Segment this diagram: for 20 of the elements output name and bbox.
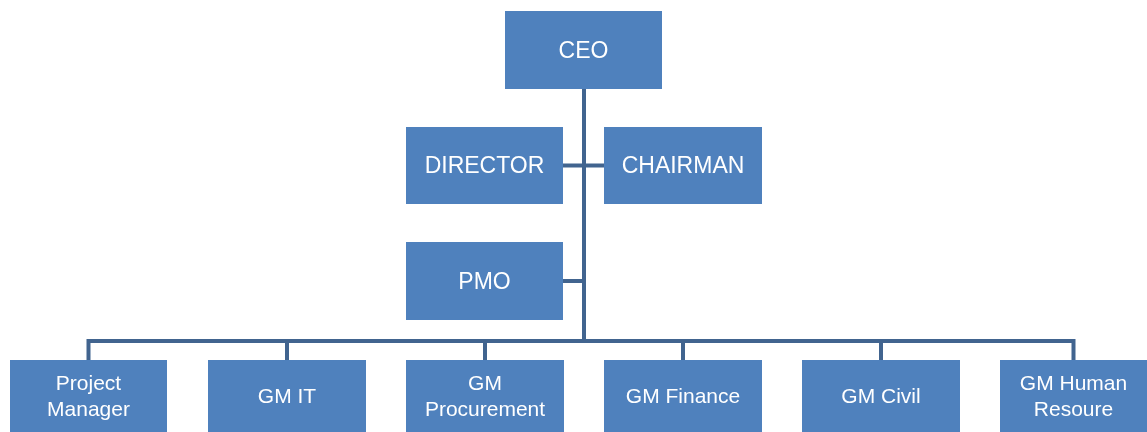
box-label: GM IT (256, 382, 318, 409)
org-box (208, 360, 366, 432)
box-label: CEO (557, 35, 610, 65)
org-box (1000, 360, 1147, 432)
box-label: Project Manager (46, 369, 131, 422)
box-label: GM Finance (624, 382, 742, 409)
box-label: GM Procurement (423, 369, 547, 422)
box-label: DIRECTOR (423, 151, 546, 180)
box-label: GM Civil (840, 382, 922, 409)
org-box (10, 360, 167, 432)
box-label: GM Human Resoure (1018, 369, 1129, 422)
org-box (802, 360, 960, 432)
box-label: PMO (457, 266, 512, 296)
org-box (406, 360, 564, 432)
org-box (406, 242, 563, 320)
org-box (406, 127, 563, 204)
org-box (604, 360, 762, 432)
org-box (604, 127, 762, 204)
box-label: CHAIRMAN (620, 151, 746, 180)
org-box (505, 11, 662, 89)
